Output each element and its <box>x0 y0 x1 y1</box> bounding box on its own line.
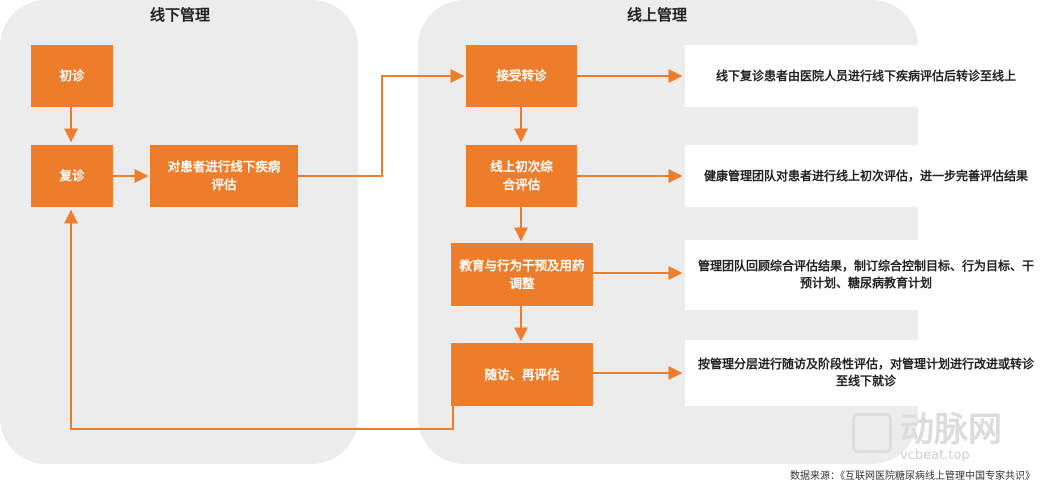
watermark-logo-text: 动脉网 <box>900 410 1002 450</box>
referral-box: 接受转诊 <box>466 45 577 107</box>
watermark-site: vcbeat.top <box>900 448 970 463</box>
education-note: 管理团队回顾综合评估结果，制订综合控制目标、行为目标、干预计划、糖尿病教育计划 <box>685 240 1047 310</box>
offline-evaluation-box: 对患者进行线下疾病评估 <box>150 145 298 207</box>
followup-reevaluation-box: 随访、再评估 <box>451 343 593 406</box>
initial-evaluation-note: 健康管理团队对患者进行线上初次评估，进一步完善评估结果 <box>685 145 1047 207</box>
initial-evaluation-box: 线上初次综合评估 <box>466 145 577 207</box>
arrow-loop-back-to-followup <box>64 209 454 430</box>
education-intervention-box: 教育与行为干预及用药调整 <box>451 243 593 306</box>
offline-panel-title: 线下管理 <box>149 6 210 24</box>
online-panel-title: 线上管理 <box>626 6 687 24</box>
follow-up-visit-box: 复诊 <box>31 145 113 207</box>
first-visit-box: 初诊 <box>31 45 113 107</box>
watermark-logo-icon <box>852 413 892 453</box>
arrow-evaluation-to-referral <box>298 69 465 177</box>
followup-note: 按管理分层进行随访及阶段性评估，对管理计划进行改进或转诊至线下就诊 <box>685 340 1047 406</box>
source-caption: 数据来源：《互联网医院糖尿病线上管理中国专家共识》 <box>790 471 1035 482</box>
referral-note: 线下复诊患者由医院人员进行线下疾病评估后转诊至线上 <box>685 45 1047 107</box>
